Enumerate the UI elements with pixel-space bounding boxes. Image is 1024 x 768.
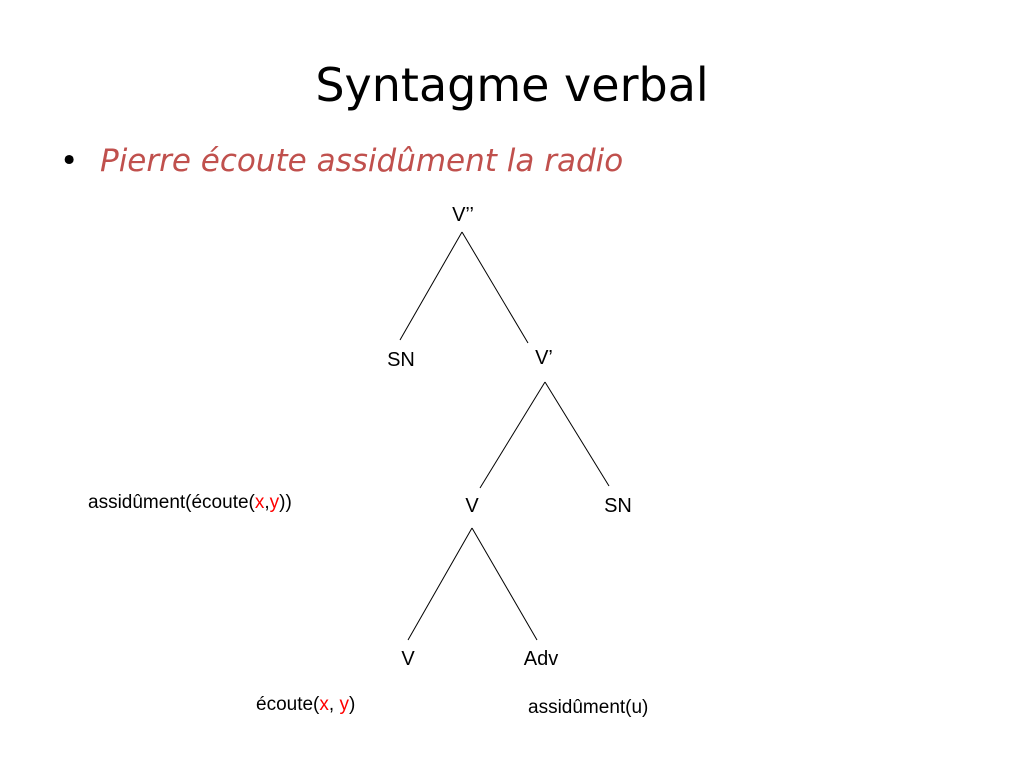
bullet-text: Pierre écoute assidûment la radio bbox=[100, 143, 624, 179]
variable-x: x bbox=[254, 492, 265, 513]
adverb-semantic-annotation: assidûment(u) bbox=[528, 697, 649, 718]
tree-branch-vpp-vp bbox=[461, 231, 529, 344]
annotation-text: écoute( bbox=[256, 694, 320, 715]
tree-branch-vp-sn_obj bbox=[544, 381, 610, 487]
tree-branch-vpp-sn_subj bbox=[399, 231, 463, 341]
tree-node-v-complex: V bbox=[465, 495, 479, 517]
variable-x: x bbox=[319, 694, 329, 715]
tree-branch-v_complex-v_head bbox=[407, 527, 473, 641]
annotation-text: assidûment(écoute( bbox=[88, 492, 255, 513]
tree-node-adv: Adv bbox=[524, 648, 558, 670]
slide-title: Syntagme verbal bbox=[315, 58, 709, 112]
variable-y: y bbox=[269, 492, 280, 513]
bullet-dot: • bbox=[60, 143, 79, 179]
annotation-separator: , bbox=[328, 694, 340, 715]
verb-semantic-annotation: écoute(x, y) bbox=[256, 695, 355, 714]
tree-node-vp: V’ bbox=[535, 347, 553, 369]
tree-node-sn-obj: SN bbox=[604, 495, 632, 517]
annotation-text: )) bbox=[279, 492, 292, 513]
variable-y: y bbox=[339, 694, 349, 715]
tree-nodes: V’’ SN V’ V SN V Adv bbox=[387, 204, 632, 670]
tree-node-vpp: V’’ bbox=[452, 204, 474, 226]
annotation-separator: , bbox=[264, 492, 270, 513]
tree-node-sn-subj: SN bbox=[387, 349, 415, 371]
tree-node-v-head: V bbox=[401, 648, 415, 670]
tree-branch-v_complex-adv bbox=[471, 527, 538, 641]
root-semantic-annotation: assidûment(écoute(x,y)) bbox=[88, 493, 292, 512]
bullet-item: • Pierre écoute assidûment la radio bbox=[60, 146, 623, 177]
annotation-text: ) bbox=[348, 694, 356, 715]
tree-branch-vp-v_complex bbox=[479, 381, 546, 489]
tree-edges bbox=[399, 231, 610, 641]
